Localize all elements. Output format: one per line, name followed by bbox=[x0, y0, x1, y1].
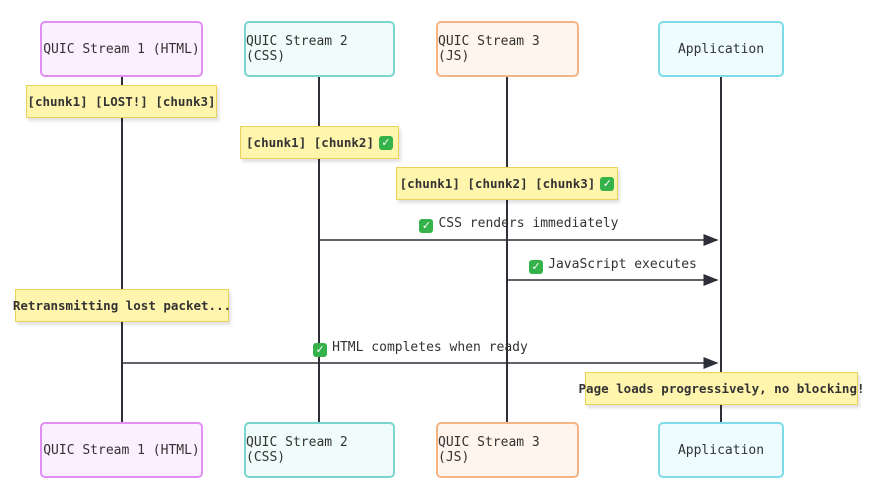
note-retransmit: Retransmitting lost packet... bbox=[12, 289, 232, 322]
note-text: Retransmitting lost packet... bbox=[12, 298, 232, 313]
note-text: [chunk1] [LOST!] [chunk3] bbox=[27, 94, 216, 109]
actor-css-bottom: QUIC Stream 2 (CSS) bbox=[244, 422, 395, 478]
message-css-renders: ✓ CSS renders immediately bbox=[319, 216, 719, 233]
message-text: JavaScript executes bbox=[548, 257, 697, 272]
check-mark-icon: ✓ bbox=[313, 343, 328, 357]
check-mark-icon: ✓ bbox=[419, 219, 434, 233]
actor-label: QUIC Stream 1 (HTML) bbox=[43, 41, 200, 57]
actor-app-bottom: Application bbox=[658, 422, 784, 478]
lifeline-html bbox=[121, 76, 123, 424]
lifeline-app bbox=[720, 76, 722, 424]
check-mark-icon: ✓ bbox=[378, 135, 393, 150]
note-css-chunks: [chunk1] [chunk2] ✓ bbox=[240, 126, 399, 159]
actor-js-bottom: QUIC Stream 3 (JS) bbox=[436, 422, 579, 478]
actor-label: Application bbox=[677, 442, 765, 458]
check-mark-icon: ✓ bbox=[529, 260, 544, 274]
actor-label: QUIC Stream 2 (CSS) bbox=[246, 435, 348, 465]
lifeline-js bbox=[506, 76, 508, 424]
note-text: Page loads progressively, no blocking! bbox=[578, 381, 865, 396]
lifeline-css bbox=[318, 76, 320, 424]
actor-label: Application bbox=[677, 41, 765, 57]
actor-label: QUIC Stream 2 (CSS) bbox=[246, 34, 348, 64]
note-js-chunks: [chunk1] [chunk2] [chunk3] ✓ bbox=[396, 167, 618, 200]
message-js-executes: ✓ JavaScript executes bbox=[507, 257, 719, 274]
actor-html-bottom: QUIC Stream 1 (HTML) bbox=[40, 422, 203, 478]
actor-css-top: QUIC Stream 2 (CSS) bbox=[244, 21, 395, 77]
actor-app-top: Application bbox=[658, 21, 784, 77]
check-mark-icon: ✓ bbox=[600, 176, 615, 191]
message-text: CSS renders immediately bbox=[438, 216, 619, 231]
message-text: HTML completes when ready bbox=[332, 340, 528, 355]
actor-label: QUIC Stream 3 (JS) bbox=[438, 435, 540, 465]
actor-html-top: QUIC Stream 1 (HTML) bbox=[40, 21, 203, 77]
note-text: [chunk1] [chunk2] [chunk3] bbox=[399, 176, 596, 191]
message-html-completes: ✓ HTML completes when ready bbox=[122, 340, 719, 357]
note-page-loads: Page loads progressively, no blocking! bbox=[579, 372, 865, 405]
note-html-chunks: [chunk1] [LOST!] [chunk3] bbox=[26, 85, 217, 118]
actor-label: QUIC Stream 3 (JS) bbox=[438, 34, 540, 64]
actor-js-top: QUIC Stream 3 (JS) bbox=[436, 21, 579, 77]
note-text: [chunk1] [chunk2] bbox=[246, 135, 374, 150]
actor-label: QUIC Stream 1 (HTML) bbox=[43, 442, 200, 458]
